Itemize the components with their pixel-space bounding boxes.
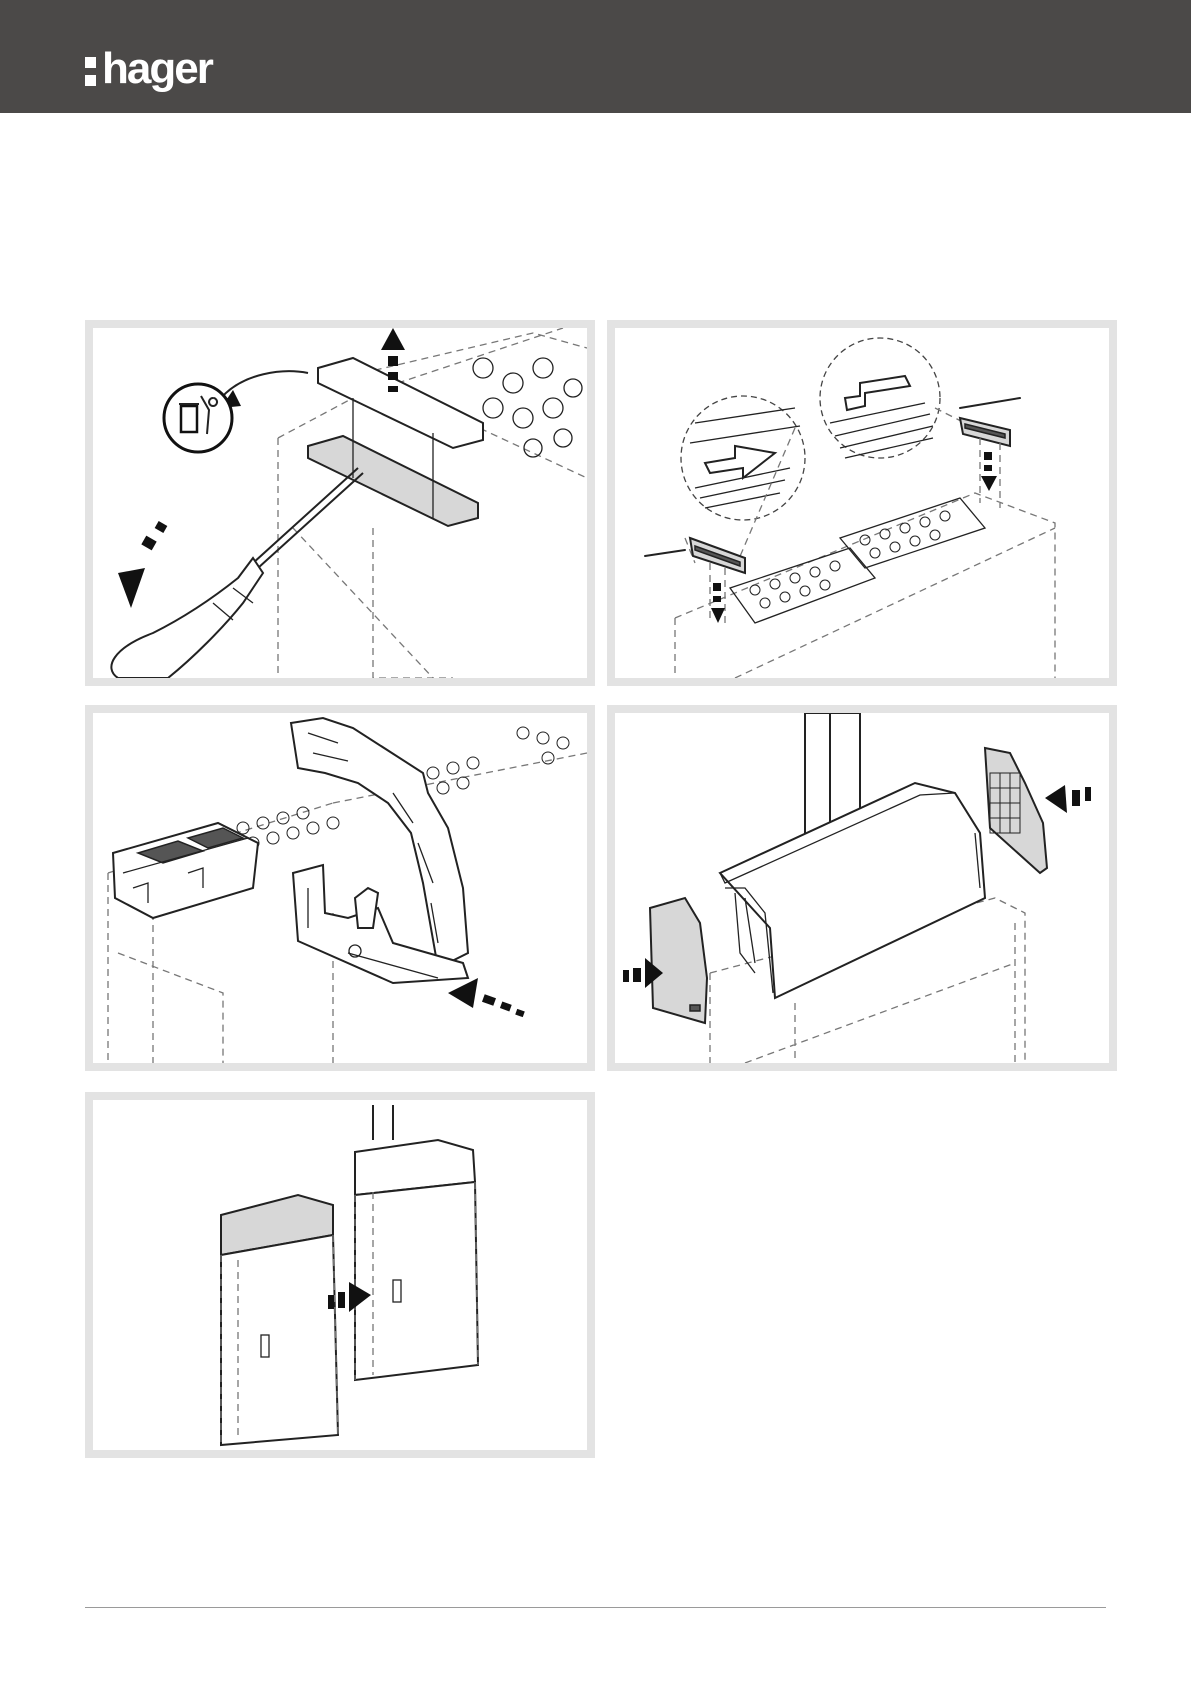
cabinet-right: [355, 1105, 478, 1380]
cabinet-left: [221, 1195, 338, 1445]
join-cabinets-illustration: [93, 1100, 587, 1450]
step-panel-1: [85, 320, 595, 686]
step-panel-2: [607, 320, 1117, 686]
terminal-plates: [730, 498, 985, 623]
screwdriver-icon: [111, 468, 363, 678]
step-panel-3: [85, 705, 595, 1071]
install-bracket-illustration: [93, 713, 587, 1063]
trash-bin-icon: [164, 371, 308, 452]
left-arrow-icon: [448, 978, 525, 1017]
page-header: hager: [0, 0, 1191, 113]
footer-divider: [85, 1607, 1106, 1608]
left-arrow-icon: [1045, 785, 1091, 813]
fit-clamps-illustration: [615, 328, 1109, 678]
clamp-left: [645, 538, 745, 628]
end-cap-left: [650, 898, 707, 1023]
step-panel-4: [607, 705, 1117, 1071]
clamp-right: [960, 398, 1020, 508]
enclosure-outline: [675, 493, 1055, 678]
logo-text: hager: [102, 47, 212, 91]
magnifier-right: [820, 338, 965, 458]
hager-logo: hager: [85, 44, 212, 94]
clamp-assembly: [113, 823, 258, 918]
fit-end-caps-illustration: [615, 713, 1109, 1063]
end-cap-right: [985, 748, 1047, 873]
remove-cover-illustration: [93, 328, 587, 678]
terminal-blocks: [473, 358, 582, 457]
step-panel-5: [85, 1092, 595, 1458]
cable-duct-body: [720, 783, 985, 998]
logo-colon-icon: [85, 55, 97, 89]
down-left-arrow-icon: [118, 521, 167, 608]
support-bracket: [291, 718, 468, 983]
